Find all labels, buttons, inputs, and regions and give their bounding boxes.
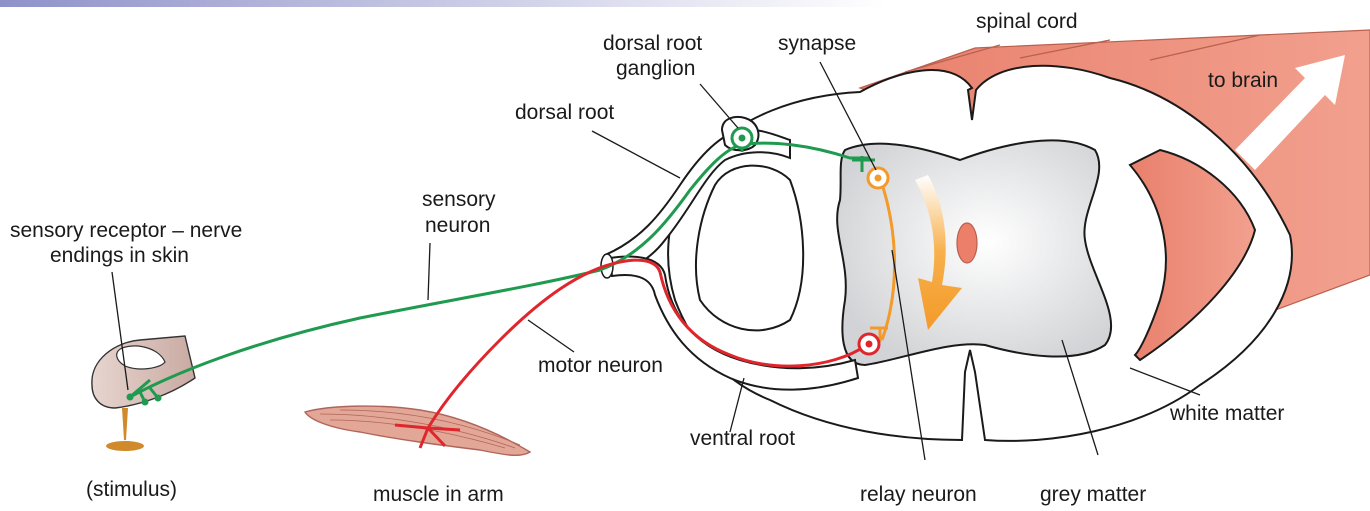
header-band — [0, 0, 885, 7]
label-spinal-cord: spinal cord — [976, 10, 1078, 33]
label-to-brain: to brain — [1208, 69, 1278, 92]
label-sensory-receptor-line2: endings in skin — [50, 244, 189, 267]
label-sensory-neuron-line1: sensory — [422, 188, 496, 211]
label-muscle-in-arm: muscle in arm — [373, 483, 504, 506]
label-dorsal-root-ganglion-line1: dorsal root — [603, 32, 702, 55]
label-white-matter: white matter — [1169, 402, 1284, 425]
label-sensory-receptor-line1: sensory receptor – nerve — [10, 219, 242, 242]
dorsal-column-boundary — [696, 166, 803, 331]
label-synapse: synapse — [778, 32, 856, 55]
label-stimulus: (stimulus) — [86, 478, 177, 501]
label-ventral-root: ventral root — [690, 427, 795, 450]
label-dorsal-root: dorsal root — [515, 101, 614, 124]
central-canal — [957, 223, 977, 263]
label-grey-matter: grey matter — [1040, 483, 1146, 506]
label-sensory-neuron-line2: neuron — [425, 214, 490, 237]
label-dorsal-root-ganglion-line2: ganglion — [616, 57, 695, 80]
muscle-in-arm-shape — [305, 406, 530, 455]
label-relay-neuron: relay neuron — [860, 483, 977, 506]
stimulus-drop — [106, 408, 144, 451]
label-motor-neuron: motor neuron — [538, 354, 663, 377]
